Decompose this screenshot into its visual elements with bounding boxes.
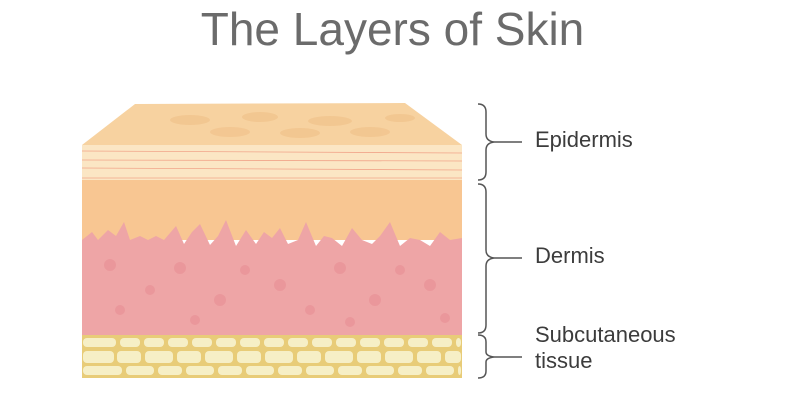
fat-cell [265, 351, 293, 363]
fat-cell [408, 338, 428, 347]
fat-cell [218, 366, 242, 375]
diagram-title: The Layers of Skin [200, 3, 585, 55]
dermis-layer [82, 220, 462, 335]
fat-cell [458, 366, 461, 375]
fat-cell [177, 351, 201, 363]
fat-cell [120, 338, 140, 347]
fat-cell [325, 351, 353, 363]
fat-cell [432, 338, 452, 347]
fat-cell [168, 338, 188, 347]
fat-cell [145, 351, 173, 363]
fat-cell [357, 351, 381, 363]
fat-cell [117, 351, 141, 363]
fat-cell [192, 338, 212, 347]
fat-cell [158, 366, 182, 375]
fat-cell [288, 338, 308, 347]
dermis-brace-icon [477, 183, 495, 334]
subcutaneous-label-line2: tissue [535, 348, 593, 373]
fat-cell [426, 366, 454, 375]
fat-cell [336, 338, 356, 347]
fat-cell [312, 338, 332, 347]
fat-cell [126, 366, 154, 375]
epidermis-basal-layer [82, 180, 462, 240]
subcutaneous-brace-icon [477, 334, 495, 379]
fat-cell [83, 351, 114, 363]
subcutaneous-label-line1: Subcutaneous [535, 322, 676, 347]
fat-cell [360, 338, 380, 347]
epidermis-brace-icon [477, 103, 495, 181]
fat-cell [205, 351, 233, 363]
dermis-label: Dermis [535, 243, 605, 268]
skin-top-surface [82, 103, 462, 145]
fat-cell [338, 366, 362, 375]
dermis-spots [104, 259, 450, 327]
fat-cell [246, 366, 274, 375]
fat-cell [384, 338, 404, 347]
fat-cell [278, 366, 302, 375]
epidermis-label: Epidermis [535, 127, 633, 152]
brace-icons [477, 103, 522, 379]
fat-cell [297, 351, 321, 363]
fat-cell [306, 366, 334, 375]
fat-cell [186, 366, 214, 375]
fat-cell [144, 338, 164, 347]
fat-cell [98, 366, 122, 375]
fat-cell [240, 338, 260, 347]
fat-cell [385, 351, 413, 363]
fat-cell [216, 338, 236, 347]
fat-cell [456, 338, 461, 347]
fat-cell [366, 366, 394, 375]
stratum-stripes [82, 145, 462, 181]
fat-cell [398, 366, 422, 375]
fat-cell [237, 351, 261, 363]
top-spots [170, 112, 415, 138]
fat-cell [445, 351, 461, 363]
fat-cell [417, 351, 441, 363]
fat-cell [96, 338, 116, 347]
fat-cell [264, 338, 284, 347]
fat-cells [83, 338, 461, 375]
